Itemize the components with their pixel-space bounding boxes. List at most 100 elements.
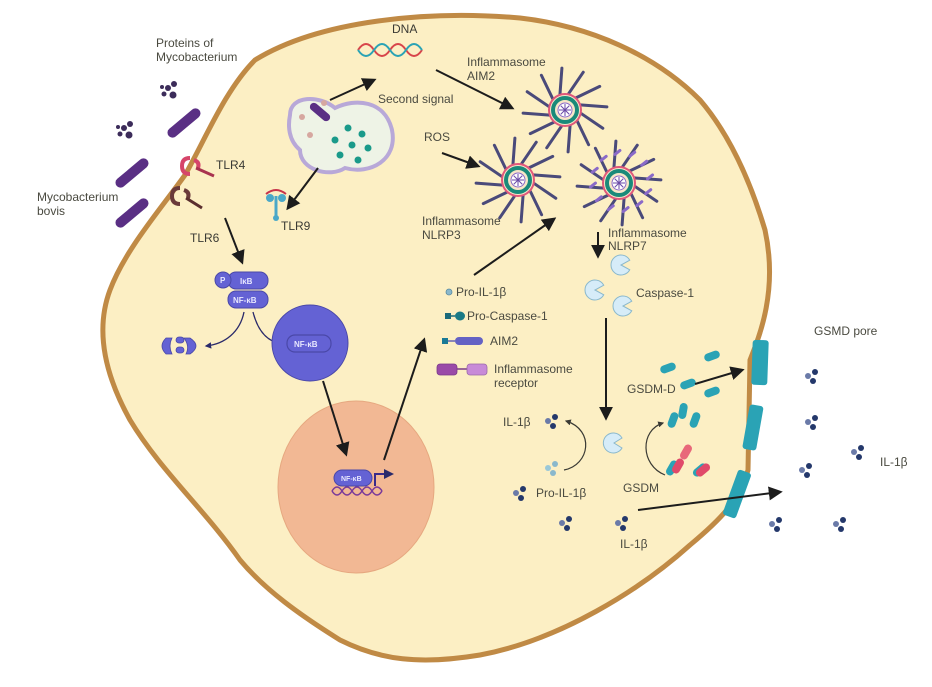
inflammasome-spoke — [519, 193, 525, 224]
arrow-gsdm-to-gsdmd — [645, 421, 666, 476]
label-inflammasome-aim2: Inflammasome — [467, 55, 546, 69]
il1b-molecule — [622, 516, 628, 522]
label-ros: ROS — [424, 130, 450, 144]
label-gsdm: GSDM — [623, 481, 659, 495]
inflammasome-nlrp3-icon — [474, 136, 562, 224]
gsdm-fragments — [660, 350, 720, 477]
il1b-molecule — [840, 517, 846, 523]
arrow-gsdmd-to-pore — [694, 366, 745, 385]
il1b-molecule — [810, 424, 816, 430]
il1b-molecule — [769, 521, 775, 527]
label-il1b-outside: IL-1β — [880, 455, 908, 469]
gsdm-fragment — [672, 458, 684, 474]
arrow-nucleus-to-nlrp3 — [473, 217, 557, 276]
caspase1-active-icon — [602, 432, 623, 454]
inflammasome-spoke — [528, 120, 556, 136]
inflammasome-nlrp7-icon — [575, 139, 663, 227]
label-mycobacterium-bovis-2: bovis — [37, 204, 65, 218]
il1b-molecule — [564, 525, 570, 531]
label-gsdm-d: GSDM-D — [627, 382, 676, 396]
inflammasome-spoke — [521, 111, 552, 117]
il1b-molecule — [559, 520, 565, 526]
inflammasome-spoke — [579, 111, 605, 130]
arrow-tlr6-to-nfkb — [224, 217, 245, 265]
inflammasome-spoke-detail — [613, 148, 622, 156]
il1b-molecule — [812, 415, 818, 421]
gsdm-pore — [751, 339, 769, 386]
inflammasome-spoke-detail — [635, 200, 644, 208]
legend-label-pro-caspase1: Pro-Caspase-1 — [467, 309, 548, 323]
il1b-molecule — [552, 461, 558, 467]
inflammasome-spoke — [492, 143, 508, 171]
legend-label-inflammasome-receptor: Inflammasome — [494, 362, 573, 376]
cell-membrane — [100, 12, 773, 663]
label-gsmd-pore: GSMD pore — [814, 324, 878, 338]
gsdm-d-fragment — [680, 378, 696, 390]
inflammasome-spoke-detail — [640, 159, 649, 167]
inflammasome-ring-mid — [551, 96, 579, 124]
inflammasome-core-spoke — [560, 105, 566, 111]
inflammasome-core-spoke — [564, 109, 570, 115]
nfkb-dna-binding: NF-κB — [331, 469, 394, 496]
pro-caspase1-swatch — [445, 313, 451, 319]
mycobacterium-proteins — [116, 81, 177, 139]
label-nfkb: NF-κB — [233, 296, 257, 305]
inflammasome-spoke — [478, 160, 504, 179]
protein-cluster — [116, 121, 133, 139]
gsdm-d-fragment — [660, 362, 676, 374]
inflammasome-spoke — [545, 124, 564, 150]
inflammasome-spoke-detail — [628, 150, 637, 158]
il1b-molecule — [615, 520, 621, 526]
caspase1-icon — [584, 279, 605, 301]
inflammasome-aim2-icon — [521, 66, 609, 154]
inflammasome-spoke — [519, 140, 538, 166]
il1b-molecule — [545, 465, 551, 471]
dna-helix-icon — [357, 43, 423, 57]
arrow-nfkb-to-degraded — [204, 311, 245, 349]
inflammasome-spoke-detail — [621, 206, 630, 214]
inflammasome-core-spoke — [564, 105, 570, 111]
label-ikb: IκB — [240, 277, 253, 286]
inflammasome-spoke — [532, 181, 558, 200]
label-p: P — [220, 276, 226, 285]
label-inflammasome-nlrp3: Inflammasome — [422, 214, 501, 228]
legend-item-pro-caspase1: Pro-Caspase-1 — [445, 309, 548, 323]
pathway-arrows — [224, 69, 783, 511]
il1b-molecule — [550, 470, 556, 476]
il1b-molecule — [545, 418, 551, 424]
il1b-molecule — [776, 517, 782, 523]
inflammasome-core-spoke — [618, 182, 624, 188]
legend-item-inflammasome-receptor: Inflammasome receptor — [436, 362, 573, 390]
arrow-ros-to-nlrp3 — [441, 152, 481, 169]
il1b-clusters — [513, 369, 864, 532]
gsdm-d-fragment — [704, 350, 720, 362]
il1b-molecule — [566, 516, 572, 522]
il1b-molecule — [620, 525, 626, 531]
label-dna: DNA — [392, 22, 417, 36]
bacterium — [115, 198, 149, 228]
bacterium — [167, 108, 201, 138]
label-tlr6: TLR6 — [190, 231, 220, 245]
label-mycobacterium-bovis: Mycobacterium — [37, 190, 118, 204]
gsdm-d-fragment — [667, 412, 679, 428]
il1b-molecule — [806, 463, 812, 469]
label-nfkb-active: NF-κB — [294, 340, 318, 349]
mycobacterium-bovis-group — [115, 108, 201, 228]
legend-label-inflammasome-receptor-2: receptor — [494, 376, 538, 390]
legend-item-pro-il1b: Pro-IL-1β — [445, 285, 506, 299]
bacterium — [115, 158, 149, 188]
label-second-signal: Second signal — [378, 92, 453, 106]
inflammasome-core-spoke — [560, 109, 566, 115]
gsdm-pores — [723, 339, 769, 519]
legend-label-aim2: AIM2 — [490, 334, 518, 348]
il1b-molecule — [804, 472, 810, 478]
arrow-nfkb-to-nucleus — [322, 380, 350, 457]
inflammasome-spoke-detail — [644, 188, 653, 196]
nfkb-pill — [227, 290, 269, 309]
inflammasome-core-spoke — [618, 178, 624, 184]
arrow-il1b-release — [637, 486, 783, 511]
arrow-pro-il1b-to-il1b — [563, 419, 587, 471]
caspase1-icon — [610, 254, 631, 276]
il1b-molecule — [805, 373, 811, 379]
inflammasome-spoke — [575, 119, 591, 147]
